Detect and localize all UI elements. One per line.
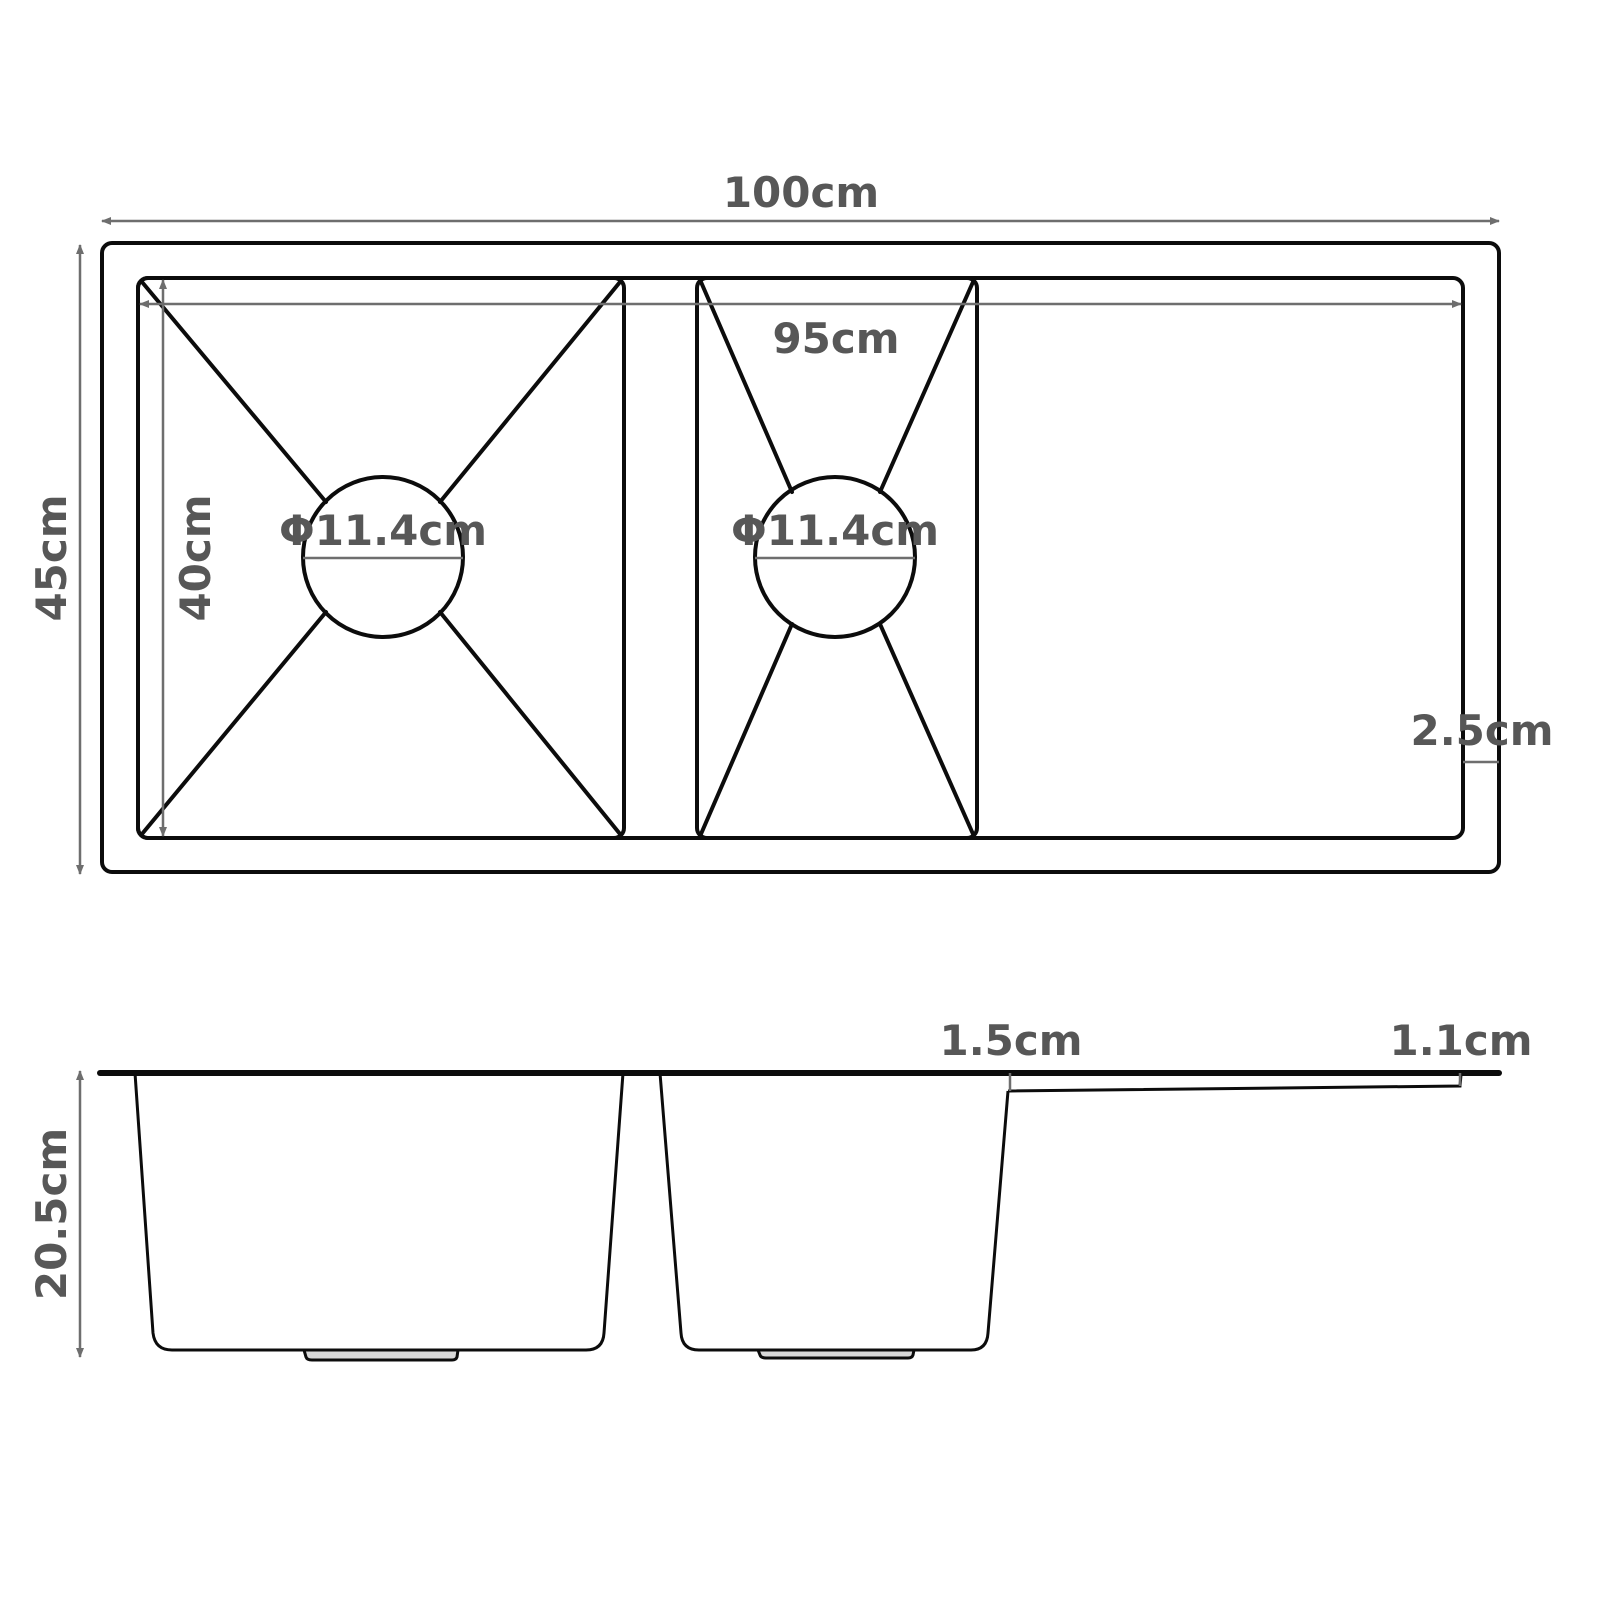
rim-width-label: 2.5cm [1410,706,1553,755]
left-drain-plate [302,1348,460,1362]
overall-width-label: 100cm [723,168,879,217]
left-bowl: Φ11.4cm [136,276,626,840]
right-bowl-profile [658,1072,1010,1352]
depth-label: 20.5cm [27,1128,76,1300]
left-drain-diameter-label: Φ11.4cm [279,506,487,555]
right-bowl: Φ11.4cm [695,276,979,840]
inner-width-label: 95cm [772,314,899,363]
bowl-rim-thickness-label: 1.5cm [939,1016,1082,1065]
right-drain-diameter-label: Φ11.4cm [731,506,939,555]
side-view: 20.5cm 1.5cm 1.1cm [27,1016,1533,1362]
inner-depth-label: 40cm [171,494,220,621]
left-bowl-profile [133,1072,625,1352]
sink-outer-frame [100,241,1501,874]
top-view: 100cm 45cm Φ11.4cm Φ11.4cm [27,168,1554,875]
overall-depth-label: 45cm [27,494,76,621]
right-drain-plate [755,1348,916,1360]
drainboard-underside [1007,1074,1463,1093]
drainboard-thickness-label: 1.1cm [1389,1016,1532,1065]
